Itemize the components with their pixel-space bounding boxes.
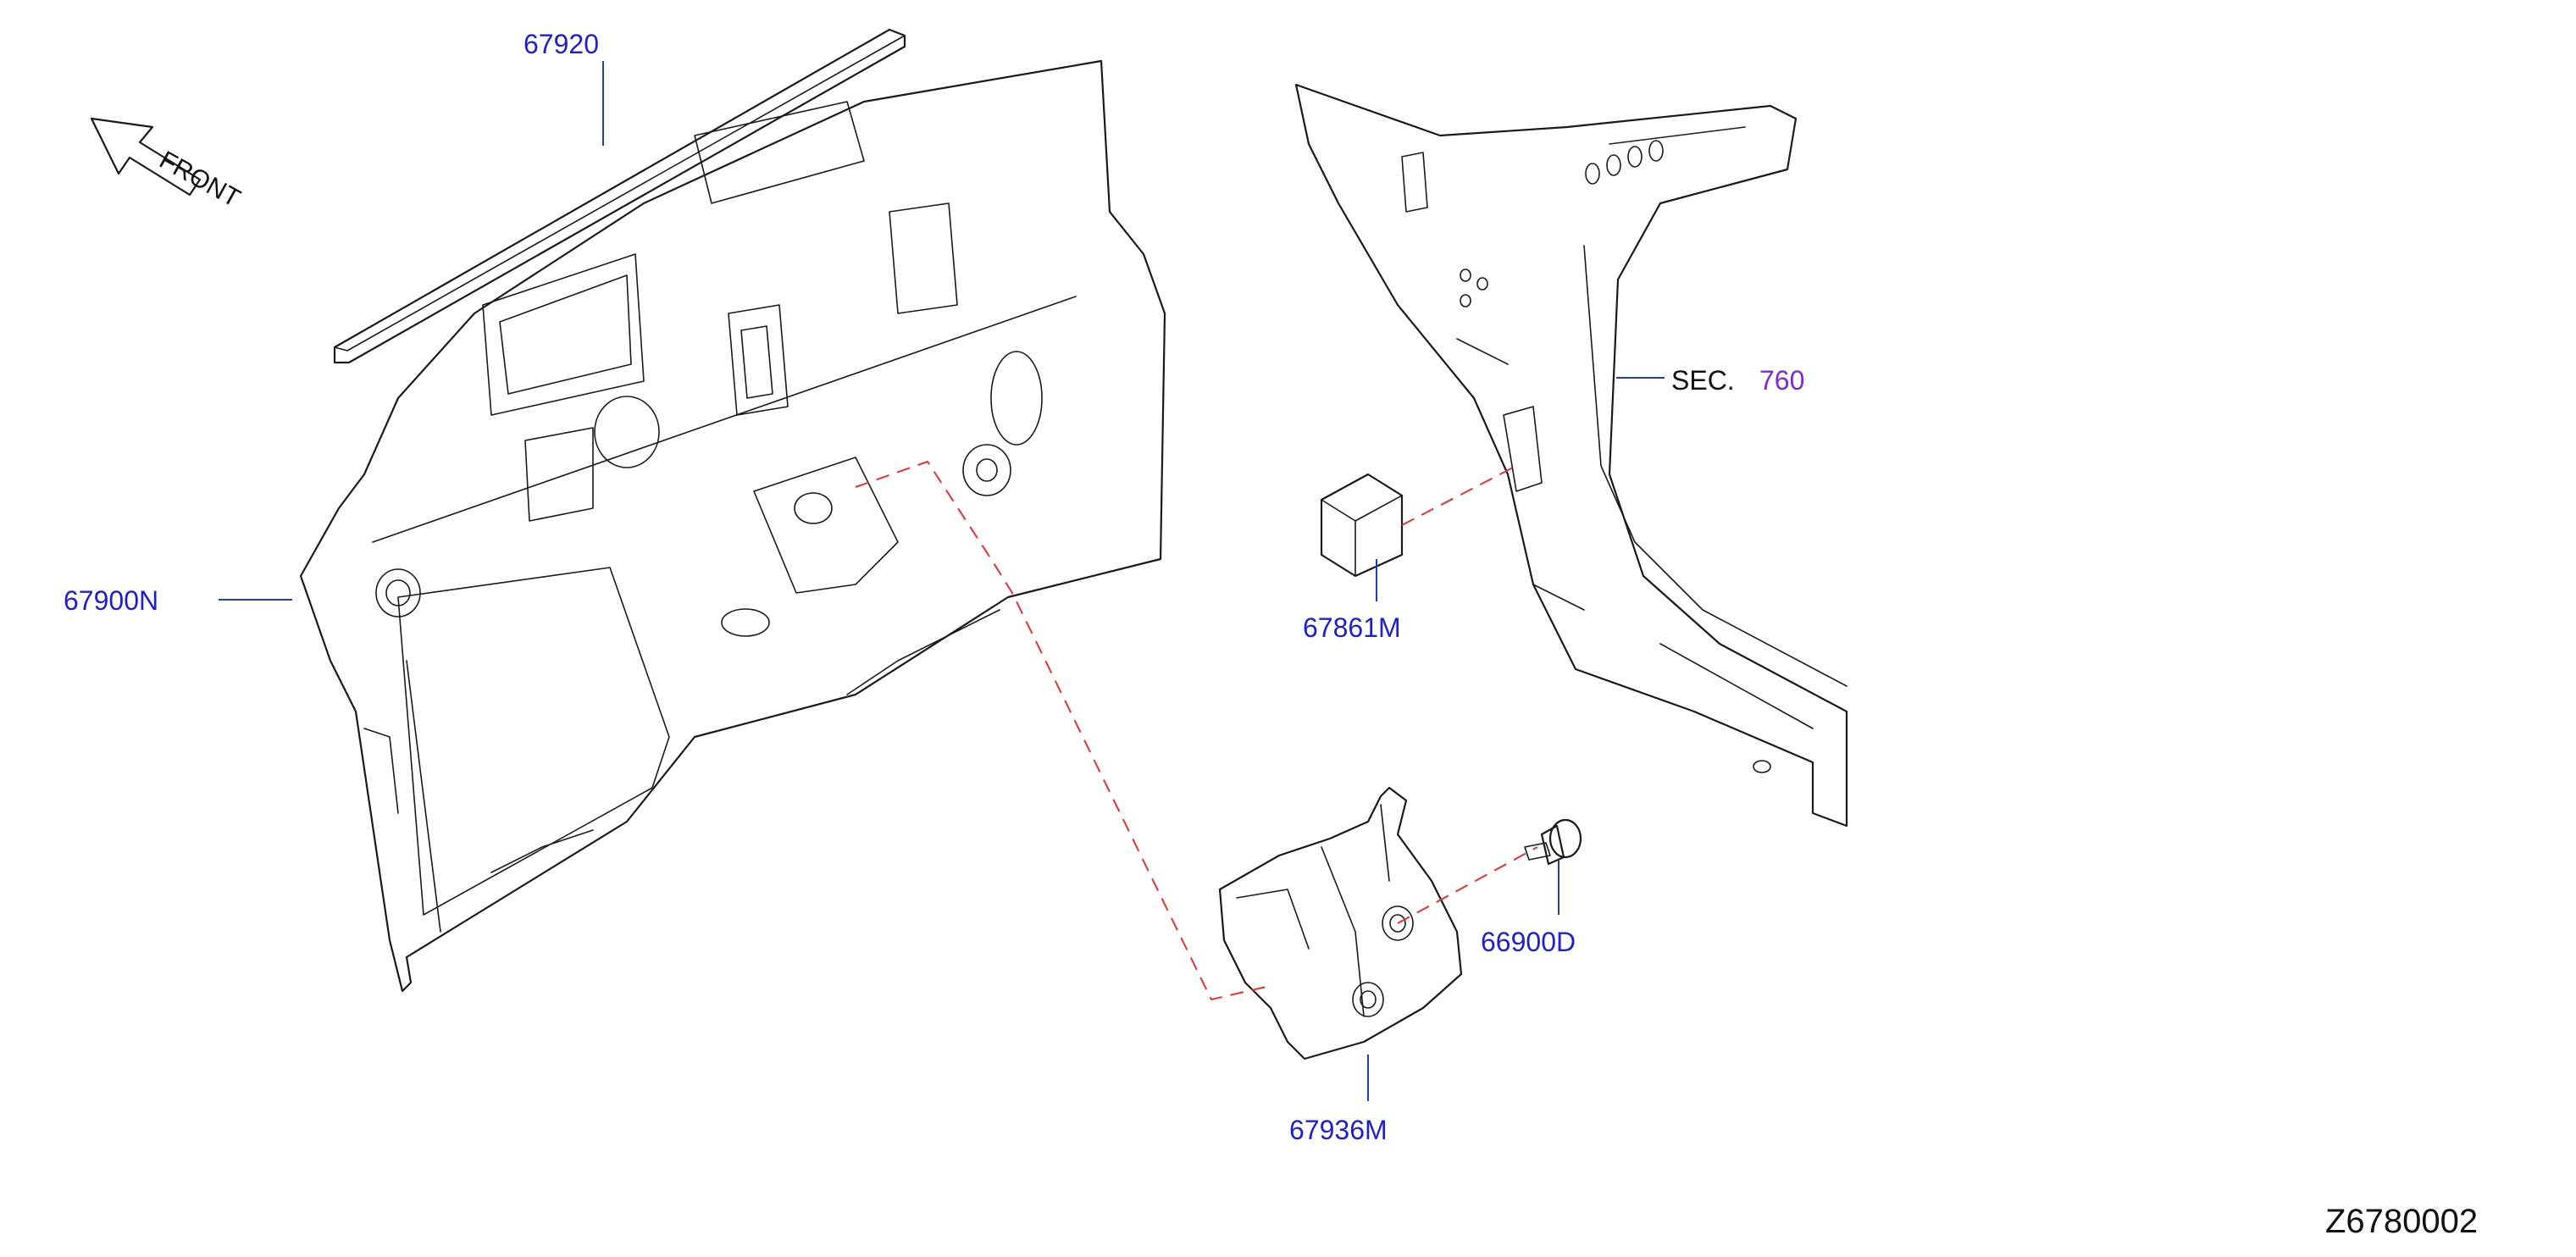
callout-67936m[interactable]: 67936M xyxy=(1289,1115,1388,1145)
leader-lines xyxy=(219,61,1665,1101)
arrow-icon xyxy=(90,117,202,197)
section-ref-label: SEC. xyxy=(1671,365,1735,396)
callout-67920[interactable]: 67920 xyxy=(524,29,599,59)
clip-part xyxy=(1524,818,1582,866)
side-body-panel xyxy=(1294,83,1848,828)
callout-67900n[interactable]: 67900N xyxy=(64,585,158,616)
front-direction-indicator: FRONT xyxy=(90,117,245,213)
front-label: FRONT xyxy=(155,146,245,213)
figure-id: Z6780002 xyxy=(2325,1203,2478,1240)
top-strip-part xyxy=(333,28,906,364)
dash-insulator-part xyxy=(299,59,1166,993)
callout-66900d[interactable]: 66900D xyxy=(1481,927,1576,957)
section-ref-number[interactable]: 760 xyxy=(1759,365,1804,396)
spacer-block-part xyxy=(1320,473,1404,578)
lower-insulator-part xyxy=(1218,786,1463,1060)
assembly-guide-lines xyxy=(855,460,1538,1001)
callout-67861m[interactable]: 67861M xyxy=(1303,612,1401,643)
